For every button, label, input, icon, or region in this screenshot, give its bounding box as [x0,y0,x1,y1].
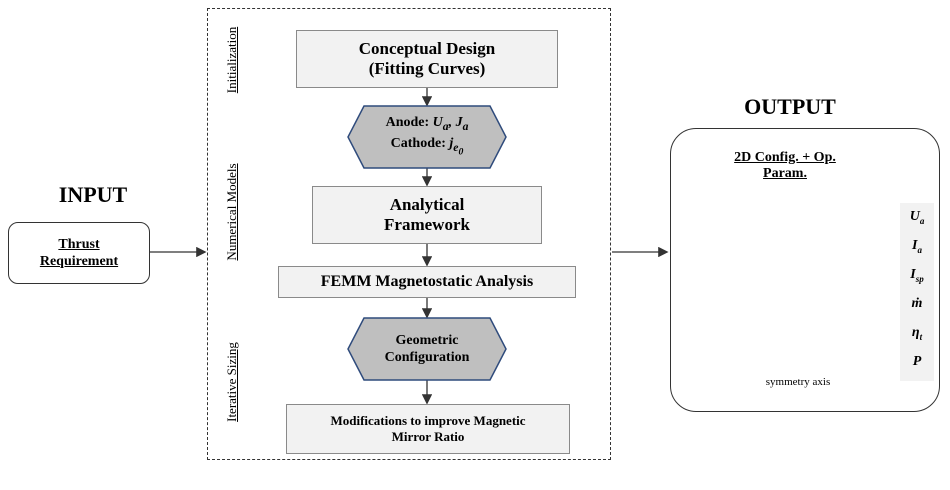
geometric-configuration-hexagon [347,317,507,381]
analytical-line1: Analytical [389,195,465,214]
param-eta: ηt [911,325,923,342]
geometric-configuration-text: Geometric Configuration [356,320,498,378]
output-title: OUTPUT [744,94,836,119]
conceptual-design-box: Conceptual Design (Fitting Curves) [296,30,558,88]
stage-label-initialization: Initialization [224,26,239,94]
analytical-line2: Framework [384,215,470,234]
stage-label-numerical-models: Numerical Models [224,163,239,261]
process-frame [207,8,611,460]
stage-label-iterative-sizing: Iterative Sizing [224,342,239,422]
param-isp: Isp [910,267,924,284]
femm-label: FEMM Magnetostatic Analysis [320,273,534,290]
output-subtitle-line2: Param. [763,166,807,181]
input-title: INPUT [58,182,128,207]
anode-symbol: Ua, Ja [432,115,469,133]
modifications-line2: Mirror Ratio [391,429,465,444]
symmetry-axis-label: symmetry axis [765,376,831,388]
geometric-line1: Geometric [395,333,459,348]
output-subtitle: 2D Config. + Op. Param. [690,150,880,182]
conceptual-design-line2: (Fitting Curves) [368,59,486,78]
anode-cathode-hexagon [347,105,507,169]
output-box [670,128,940,412]
cathode-symbol: je0 [449,135,464,157]
cathode-label: Cathode: [390,135,450,151]
output-subtitle-line1: 2D Config. + Op. [734,150,836,165]
modifications-line1: Modifications to improve Magnetic [330,413,526,428]
analytical-framework-box: Analytical Framework [312,186,542,244]
param-mdot: ṁ [911,296,923,311]
femm-analysis-box: FEMM Magnetostatic Analysis [278,266,576,298]
conceptual-design-line1: Conceptual Design [358,39,496,58]
param-p: P [912,354,922,369]
anode-cathode-text: Anode: Ua, Ja Cathode: je0 [356,108,498,166]
modifications-box: Modifications to improve Magnetic Mirror… [286,404,570,454]
output-parameters-list: Ua Ia Isp ṁ ηt P [900,203,934,381]
param-ua: Ua [909,209,925,226]
thrust-requirement-box: Thrust Requirement [8,222,150,284]
geometric-line2: Configuration [384,350,470,365]
anode-label: Anode: [385,115,433,131]
input-box-line2: Requirement [39,254,119,269]
input-box-line1: Thrust [58,237,100,252]
param-ia: Ia [912,238,922,255]
